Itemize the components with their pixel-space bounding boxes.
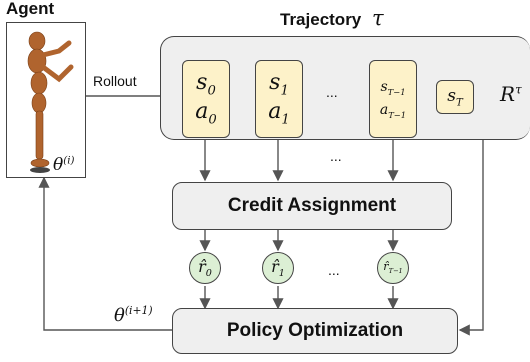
trajectory-title: Trajectory τ [280, 6, 384, 30]
reward-1: r̂1 [262, 252, 294, 284]
credit-ellipsis: ... [330, 148, 342, 164]
state-ellipsis: ... [326, 84, 338, 100]
credit-assignment-box: Credit Assignment [172, 182, 452, 230]
state-box-T: sT [436, 80, 474, 114]
state-box-0: s0 a0 [182, 60, 230, 138]
policy-optimization-label: Policy Optimization [226, 320, 404, 341]
state-T-1: sT−1 [380, 78, 406, 97]
state-T: sT [447, 85, 463, 109]
agent-theta: θ(i) [53, 155, 75, 175]
reward-T-1: r̂T−1 [377, 252, 409, 284]
credit-assignment-label: Credit Assignment [227, 195, 397, 216]
trajectory-symbol: τ [372, 6, 384, 30]
reward-ellipsis: ... [328, 262, 340, 278]
trajectory-policy-arrow [458, 140, 484, 336]
policy-optimization-box: Policy Optimization [172, 308, 458, 354]
action-T-1: aT−1 [379, 102, 407, 120]
rollout-label: Rollout [93, 73, 137, 89]
policy-agent-arrow [38, 176, 172, 331]
agent-title: Agent [6, 0, 55, 18]
action-0: a0 [195, 99, 217, 128]
agent-panel: θ(i) [6, 22, 86, 178]
reward-0: r̂0 [189, 252, 221, 284]
return-label: Rτ [500, 82, 522, 106]
state-box-1: s1 a1 [255, 60, 303, 138]
state-1: s1 [269, 70, 289, 99]
agent-figure-icon [27, 31, 74, 173]
state-0: s0 [196, 70, 216, 99]
state-box-T-1: sT−1 aT−1 [369, 60, 417, 138]
action-1: a1 [268, 99, 290, 128]
theta-next-label: θ(i+1) [114, 304, 153, 326]
